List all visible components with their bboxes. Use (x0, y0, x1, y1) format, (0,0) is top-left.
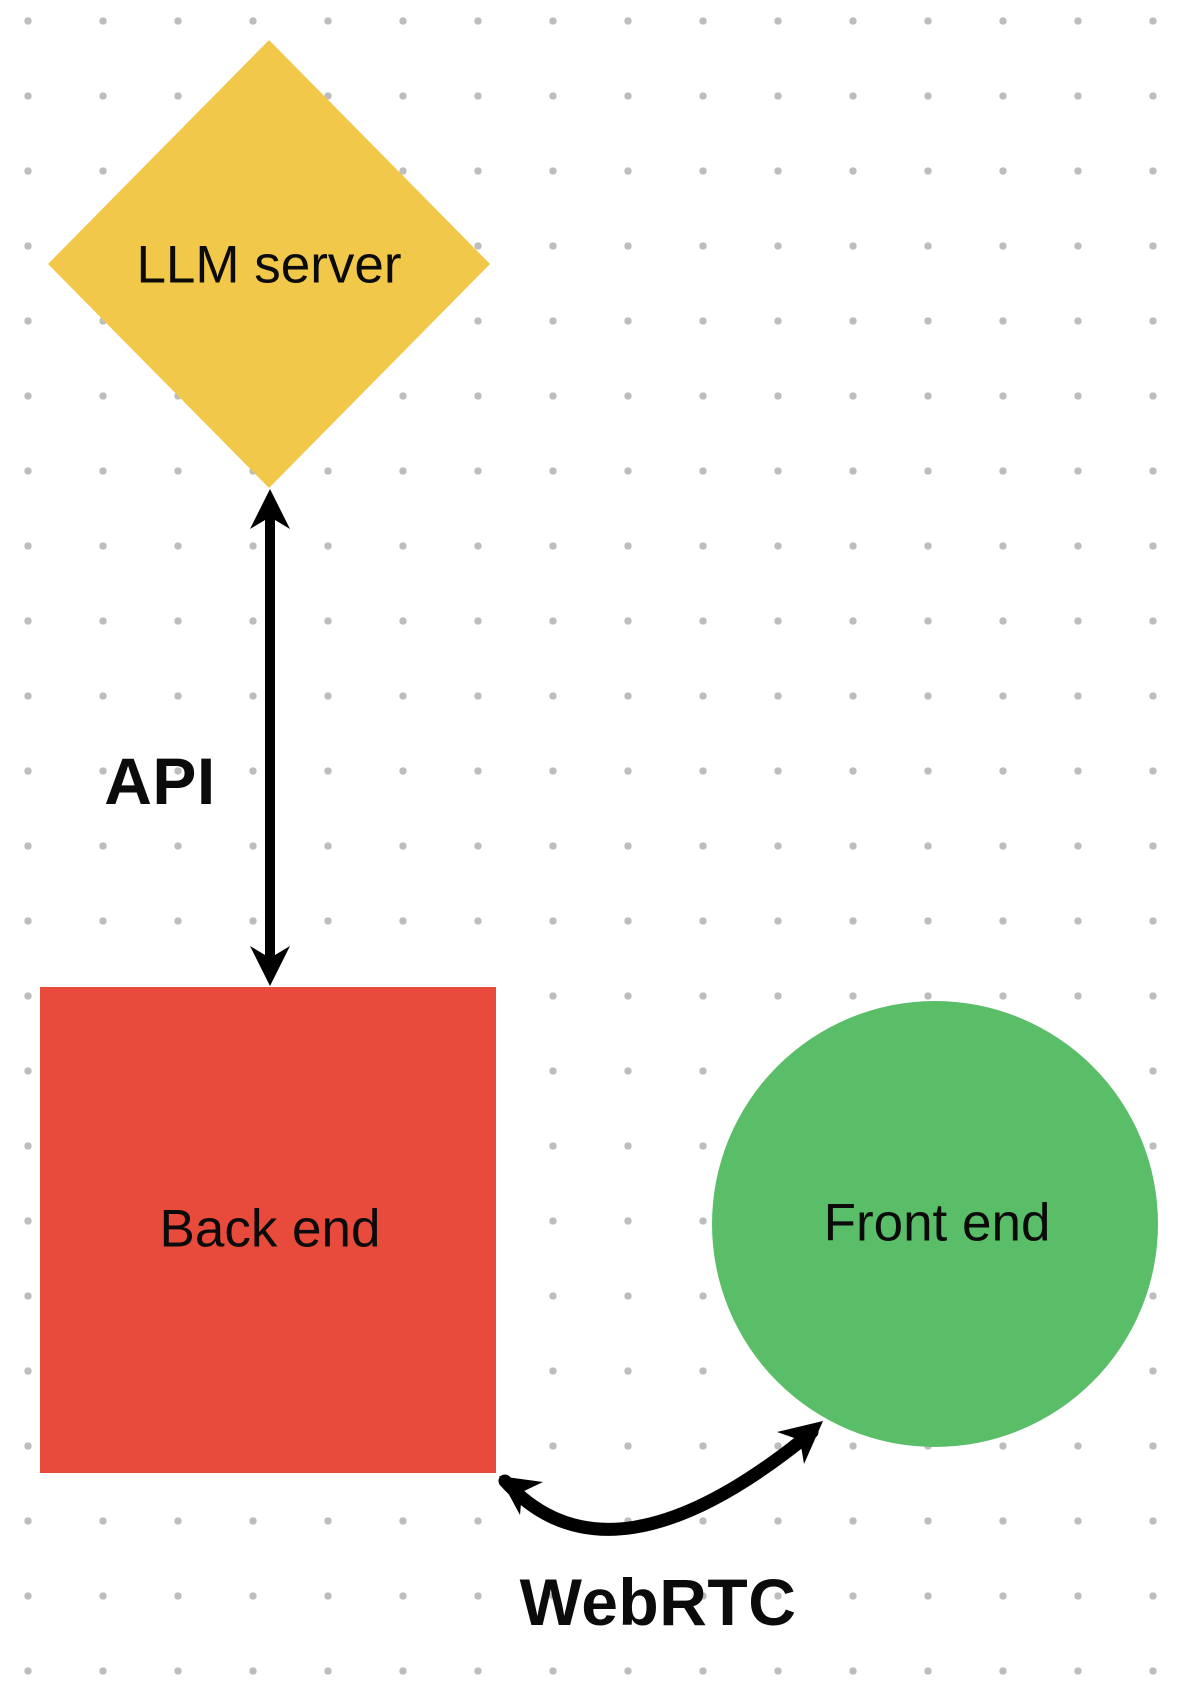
edge-webrtc-arrowhead-right (777, 1421, 823, 1464)
node-back-end-label[interactable]: Back end (159, 1199, 381, 1259)
node-front-end-circle[interactable] (712, 1001, 1158, 1447)
node-llm-server-diamond[interactable] (48, 40, 490, 488)
edge-webrtc-arrowhead-left (499, 1476, 543, 1515)
node-back-end-square[interactable] (40, 987, 496, 1473)
edge-api-arrowhead-top (250, 489, 290, 529)
edge-api-arrowhead-bottom (250, 946, 290, 986)
edge-webrtc-label[interactable]: WebRTC (519, 1565, 797, 1639)
edge-webrtc-arrow[interactable] (498, 1421, 823, 1536)
edge-api-label[interactable]: API (104, 744, 216, 818)
node-llm-server-label[interactable]: LLM server (136, 235, 402, 295)
node-front-end-label[interactable]: Front end (823, 1193, 1051, 1253)
edge-api-arrow[interactable] (250, 489, 290, 986)
edge-webrtc-arrow-shaft[interactable] (498, 1425, 819, 1536)
